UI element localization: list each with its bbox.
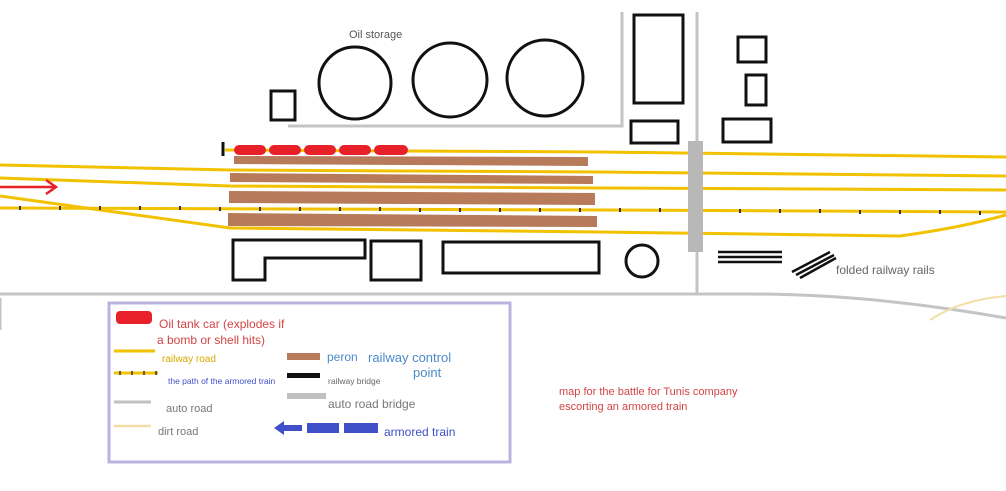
track-3 bbox=[0, 176, 1006, 192]
building-small-left bbox=[269, 89, 297, 122]
building-square bbox=[369, 239, 423, 282]
auto-road-main bbox=[0, 292, 1006, 320]
auto-road-storage bbox=[288, 12, 624, 128]
building-right-1 bbox=[736, 35, 768, 64]
perons bbox=[228, 156, 597, 227]
oil-tank-car-1 bbox=[234, 145, 266, 155]
oil-tank-car-4 bbox=[339, 145, 371, 155]
building-right-3 bbox=[721, 117, 773, 144]
oil-storage-label: Oil storage bbox=[349, 29, 402, 41]
map-title-line-1: map for the battle for Tunis company bbox=[559, 386, 738, 398]
oil-tank-car-3 bbox=[304, 145, 336, 155]
folded-rails-label: folded railway rails bbox=[836, 263, 935, 277]
legend-armored-path-label: the path of the armored train bbox=[168, 376, 276, 386]
building-under-tall bbox=[629, 119, 680, 145]
legend-armored-train-swatch bbox=[274, 421, 378, 435]
dirt-road bbox=[929, 295, 1006, 321]
legend-auto-bridge-swatch bbox=[287, 393, 326, 399]
legend-control-point-label-1: railway control bbox=[368, 350, 451, 365]
oil-storage-tanks bbox=[317, 38, 585, 121]
oil-tank-cars bbox=[234, 145, 408, 155]
legend: Oil tank car (explodes if a bomb or shel… bbox=[107, 301, 512, 464]
legend-oil-tank-label-1: Oil tank car (explodes if bbox=[159, 317, 285, 331]
peron-2 bbox=[230, 173, 593, 184]
armored-train-path-dots bbox=[19, 206, 981, 215]
peron-3 bbox=[229, 191, 595, 205]
legend-peron-swatch bbox=[287, 353, 320, 360]
building-tall bbox=[632, 13, 685, 105]
peron-4 bbox=[228, 213, 597, 227]
track-2 bbox=[0, 163, 1006, 178]
oil-tank-car-2 bbox=[269, 145, 301, 155]
legend-oil-tank-swatch bbox=[116, 311, 152, 324]
railway-tracks bbox=[0, 148, 1006, 238]
legend-auto-road-label: auto road bbox=[166, 403, 212, 415]
legend-railway-bridge-label: railway bridge bbox=[328, 376, 381, 386]
track-armored-path bbox=[0, 206, 1006, 214]
map-title-line-2: escorting an armored train bbox=[559, 401, 687, 413]
peron-1 bbox=[234, 156, 588, 166]
train-direction-arrow bbox=[0, 178, 59, 196]
oil-tank-car-5 bbox=[374, 145, 408, 155]
legend-oil-tank-label-2: a bomb or shell hits) bbox=[157, 333, 265, 347]
legend-peron-label: peron bbox=[327, 350, 358, 364]
track-4 bbox=[0, 194, 1006, 238]
oil-tank-3 bbox=[505, 38, 585, 118]
oil-tank-2 bbox=[411, 41, 489, 119]
legend-dirt-road-label: dirt road bbox=[158, 426, 198, 438]
building-round bbox=[624, 243, 660, 279]
building-l-shape bbox=[231, 238, 367, 282]
folded-railway-rails bbox=[718, 250, 837, 280]
legend-railway-label: railway road bbox=[162, 354, 216, 365]
legend-auto-bridge-label: auto road bridge bbox=[328, 397, 416, 411]
legend-control-point-label-2: point bbox=[413, 365, 442, 380]
building-right-2 bbox=[744, 73, 768, 107]
building-long bbox=[441, 240, 601, 275]
auto-road-bridge bbox=[688, 141, 703, 252]
oil-tank-1 bbox=[317, 45, 393, 121]
legend-frame bbox=[107, 301, 512, 464]
legend-railway-bridge-swatch bbox=[287, 373, 320, 378]
legend-armored-train-label: armored train bbox=[384, 425, 455, 439]
buildings bbox=[231, 13, 773, 282]
